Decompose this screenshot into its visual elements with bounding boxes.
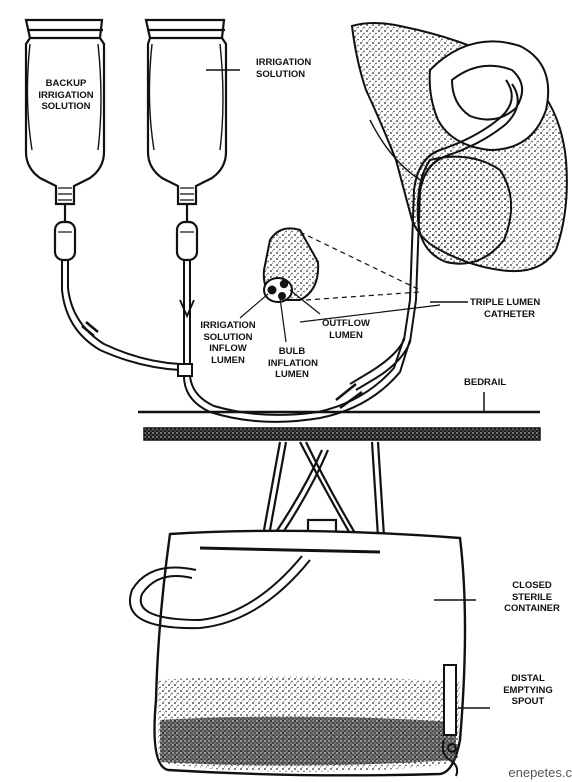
bedrail-label: BEDRAIL (464, 377, 506, 389)
triple-line-2: CATHETER (470, 309, 540, 321)
triple-lumen-catheter-label: TRIPLE LUMEN CATHETER (470, 297, 540, 320)
inflow-line-3: INFLOW (194, 343, 262, 355)
closed-sterile-container-label: CLOSED STERILE CONTAINER (496, 580, 568, 615)
triple-line-1: TRIPLE LUMEN (470, 297, 540, 309)
bulb-line-3: LUMEN (268, 369, 316, 381)
backup-line-1: BACKUP (30, 78, 102, 90)
backup-irrigation-solution-label: BACKUP IRRIGATION SOLUTION (30, 78, 102, 113)
irrigation-solution-label: IRRIGATION SOLUTION (256, 57, 311, 80)
triple-lumen-catheter (300, 300, 440, 408)
outflow-lumen-label: OUTFLOW LUMEN (316, 318, 376, 341)
inflow-line-2: SOLUTION (194, 332, 262, 344)
bedrail-line-1: BEDRAIL (464, 377, 506, 389)
outflow-line-2: LUMEN (316, 330, 376, 342)
container-line-1: CLOSED (496, 580, 568, 592)
inflow-lumen-label: IRRIGATION SOLUTION INFLOW LUMEN (194, 320, 262, 366)
spout-line-2: EMPTYING (496, 685, 560, 697)
backup-drip-chamber (55, 204, 75, 260)
inflow-line-1: IRRIGATION (194, 320, 262, 332)
irrigation-line-2: SOLUTION (256, 69, 311, 81)
container-line-2: STERILE (496, 592, 568, 604)
bulb-line-2: INFLATION (268, 358, 316, 370)
bulb-inflation-lumen-label: BULB INFLATION LUMEN (268, 346, 316, 381)
outflow-line-1: OUTFLOW (316, 318, 376, 330)
distal-emptying-spout-label: DISTAL EMPTYING SPOUT (496, 673, 560, 708)
irrigation-bottle (146, 20, 226, 204)
closed-sterile-container (130, 531, 465, 776)
spout-line-3: SPOUT (496, 696, 560, 708)
bulb-line-1: BULB (268, 346, 316, 358)
irrigation-drip-chamber (177, 204, 197, 260)
spout-line-1: DISTAL (496, 673, 560, 685)
inflow-line-4: LUMEN (194, 355, 262, 367)
irrigation-line-1: IRRIGATION (256, 57, 311, 69)
backup-line-2: IRRIGATION (30, 90, 102, 102)
anatomy-illustration (352, 23, 567, 300)
container-line-3: CONTAINER (496, 603, 568, 615)
backup-line-3: SOLUTION (30, 101, 102, 113)
watermark-text: enepetes.c (508, 765, 572, 780)
